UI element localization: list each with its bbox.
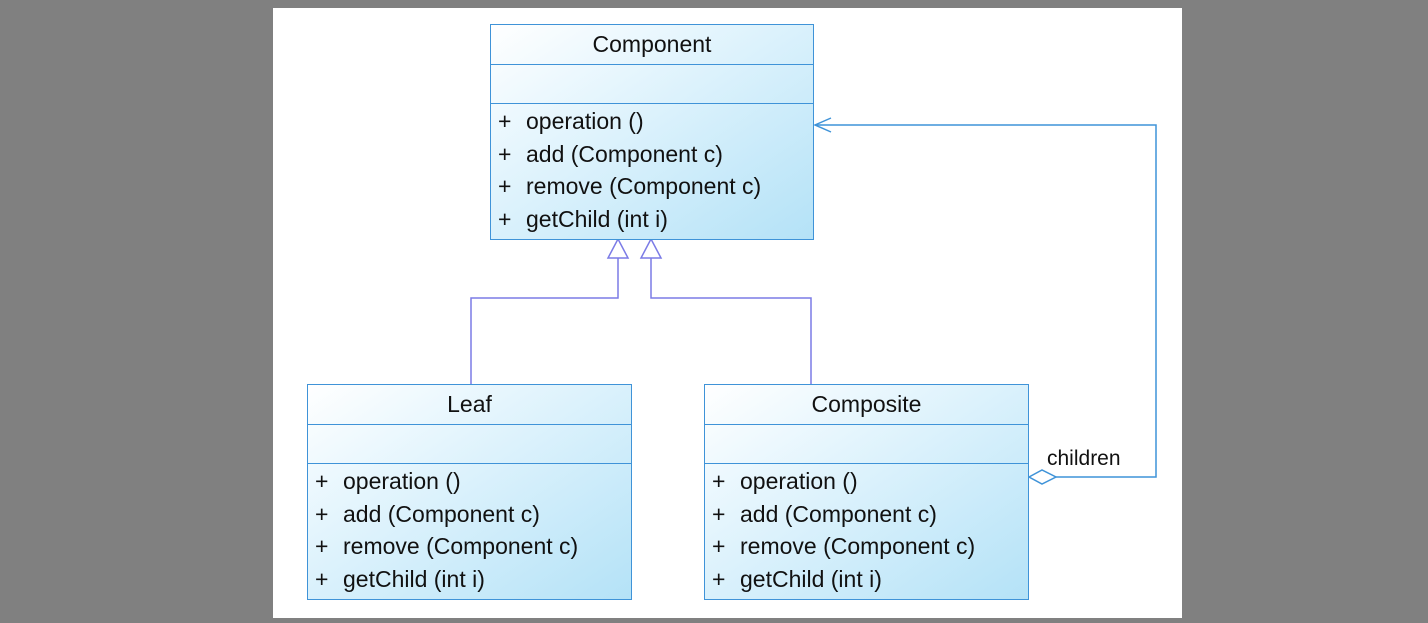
operations-compartment: + operation () + add (Component c) + remove…: [491, 104, 813, 235]
visibility-marker: +: [498, 205, 512, 232]
visibility-marker: +: [315, 533, 329, 559]
operation-item: + getChild (int i): [491, 203, 813, 236]
visibility-marker: +: [712, 565, 726, 592]
aggregation-role-label: children: [1047, 447, 1121, 470]
operation-item: + remove (Component c): [705, 530, 1028, 563]
operation-signature: getChild (int i): [740, 565, 882, 592]
attributes-compartment: [308, 425, 631, 464]
attributes-compartment: [705, 425, 1028, 464]
operation-item: + getChild (int i): [308, 563, 631, 596]
operation-signature: operation (): [343, 468, 461, 494]
operation-signature: add (Component c): [343, 500, 540, 527]
class-composite[interactable]: Composite + operation () + add (Component …: [704, 384, 1029, 600]
operation-signature: operation (): [526, 108, 644, 134]
class-name: Leaf: [308, 385, 631, 425]
operation-item: + operation (): [308, 465, 631, 498]
operations-compartment: + operation () + add (Component c) + remove…: [705, 464, 1028, 595]
operation-item: + getChild (int i): [705, 563, 1028, 596]
operation-signature: getChild (int i): [343, 565, 485, 592]
visibility-marker: +: [712, 468, 726, 494]
visibility-marker: +: [712, 500, 726, 527]
operation-signature: remove (Component c): [740, 533, 976, 559]
operation-signature: add (Component c): [740, 500, 937, 527]
operation-signature: remove (Component c): [526, 173, 762, 199]
visibility-marker: +: [498, 108, 512, 134]
visibility-marker: +: [712, 533, 726, 559]
class-leaf[interactable]: Leaf + operation () + add (Component c) + r…: [307, 384, 632, 600]
operation-item: + add (Component c): [705, 498, 1028, 531]
operation-signature: operation (): [740, 468, 858, 494]
operation-signature: add (Component c): [526, 140, 723, 167]
operations-compartment: + operation () + add (Component c) + remove…: [308, 464, 631, 595]
class-name: Composite: [705, 385, 1028, 425]
operation-item: + remove (Component c): [491, 170, 813, 203]
visibility-marker: +: [498, 140, 512, 167]
operation-item: + operation (): [491, 105, 813, 138]
visibility-marker: +: [315, 565, 329, 592]
visibility-marker: +: [498, 173, 512, 199]
class-name: Component: [491, 25, 813, 65]
operation-item: + add (Component c): [308, 498, 631, 531]
class-component[interactable]: Component + operation () + add (Component …: [490, 24, 814, 240]
attributes-compartment: [491, 65, 813, 104]
operation-item: + add (Component c): [491, 138, 813, 171]
visibility-marker: +: [315, 468, 329, 494]
operation-signature: remove (Component c): [343, 533, 579, 559]
operation-signature: getChild (int i): [526, 205, 668, 232]
visibility-marker: +: [315, 500, 329, 527]
operation-item: + operation (): [705, 465, 1028, 498]
operation-item: + remove (Component c): [308, 530, 631, 563]
